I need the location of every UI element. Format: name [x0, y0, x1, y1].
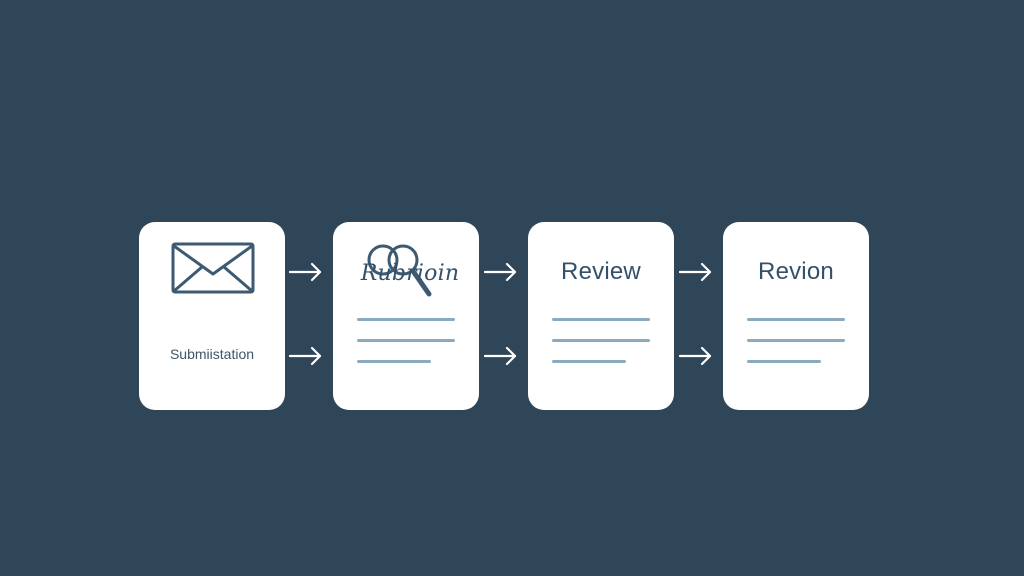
- revision-card: Revion: [723, 222, 869, 410]
- text-line: [747, 339, 845, 342]
- rubric-title: Rubrioin: [360, 261, 460, 286]
- arrow-right-icon: [484, 346, 517, 366]
- text-line: [357, 360, 431, 363]
- text-line: [552, 318, 650, 321]
- text-line: [747, 360, 821, 363]
- arrow-right-icon: [484, 262, 517, 282]
- text-line: [552, 339, 650, 342]
- arrow-right-icon: [289, 262, 322, 282]
- text-line: [552, 360, 626, 363]
- text-line: [357, 339, 455, 342]
- arrow-right-icon: [679, 346, 712, 366]
- rubric-card: Rubrioin: [333, 222, 479, 410]
- submission-card: Submiistation: [139, 222, 285, 410]
- review-title: Review: [561, 258, 641, 285]
- review-text-lines: [552, 318, 652, 381]
- review-card: Review: [528, 222, 674, 410]
- text-line: [357, 318, 455, 321]
- envelope-icon: [171, 242, 255, 294]
- arrow-right-icon: [289, 346, 322, 366]
- submission-label: Submiistation: [169, 346, 255, 362]
- text-line: [747, 318, 845, 321]
- arrow-right-icon: [679, 262, 712, 282]
- revision-title: Revion: [758, 258, 834, 285]
- rubric-text-lines: [357, 318, 457, 381]
- magnifier-icon: [367, 244, 432, 297]
- revision-text-lines: [747, 318, 847, 381]
